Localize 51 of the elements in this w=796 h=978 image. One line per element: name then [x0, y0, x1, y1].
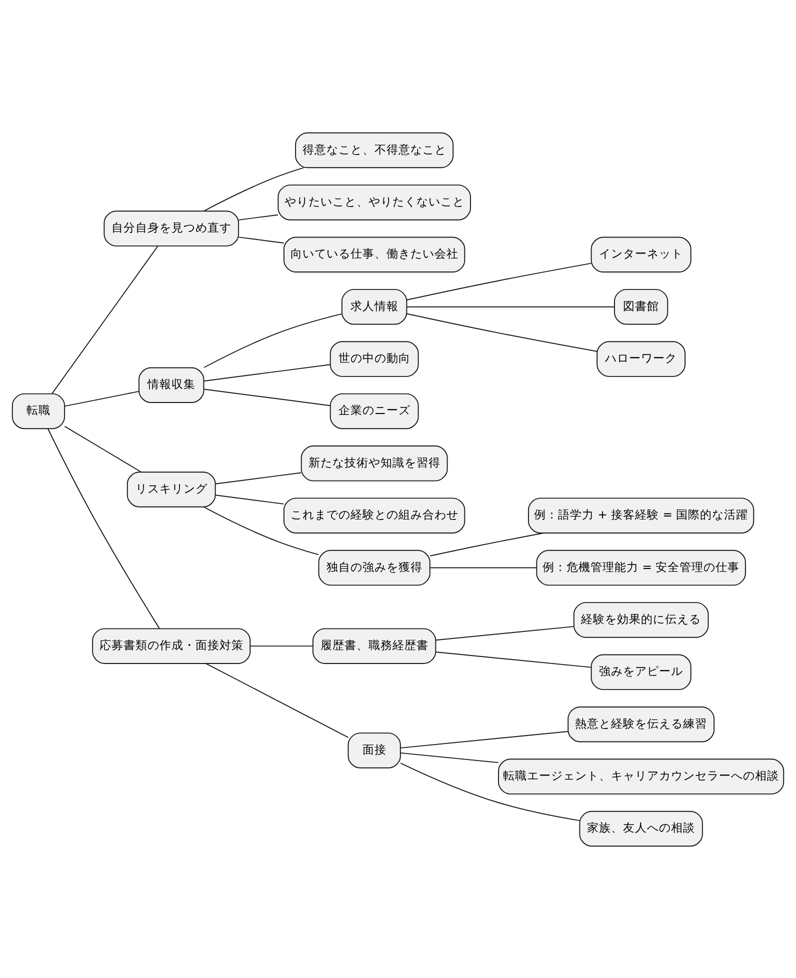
- connector: [204, 388, 331, 406]
- node-box: 情報収集: [138, 366, 204, 402]
- node-box: 応募書類の作成・面接対策: [92, 628, 251, 664]
- connector: [430, 566, 538, 568]
- node-box: これまでの経験との組み合わせ: [283, 497, 466, 533]
- connector: [204, 364, 331, 381]
- node-box: 強みをアピール: [590, 654, 692, 690]
- node-box: 家族、友人への相談: [579, 810, 703, 846]
- connector: [406, 262, 592, 300]
- connector: [238, 236, 284, 243]
- connector: [406, 312, 598, 352]
- node-box: 求人情報: [341, 288, 408, 324]
- connector: [205, 662, 349, 738]
- node-box: インターネット: [590, 236, 692, 272]
- node-box: 例：危機管理能力 = 安全管理の仕事: [536, 549, 746, 586]
- connector: [250, 645, 314, 646]
- connector: [238, 214, 278, 220]
- connector: [435, 626, 574, 640]
- node-box: 向いている仕事、働きたい会社: [283, 236, 466, 272]
- connector: [52, 245, 158, 394]
- connector: [435, 651, 592, 668]
- connector: [47, 428, 160, 629]
- connector: [204, 506, 320, 555]
- connector: [204, 166, 304, 211]
- node-box: 世の中の動向: [330, 340, 419, 376]
- connector: [400, 752, 499, 763]
- node-box: 図書館: [614, 288, 668, 324]
- node-box: 熱意と経験を伝える練習: [568, 706, 715, 742]
- node-box: 面接: [348, 732, 401, 768]
- node-box: 新たな技術や知識を習得: [300, 445, 448, 481]
- node-box: 独自の強みを獲得: [318, 549, 430, 586]
- connector: [406, 306, 615, 307]
- connector: [400, 762, 580, 821]
- node-box: 経験を効果的に伝える: [573, 602, 709, 638]
- node-box: ハローワーク: [596, 340, 686, 376]
- connector: [64, 390, 140, 406]
- node-box: やりたいこと、やりたくないこと: [278, 184, 471, 220]
- connector: [64, 425, 142, 472]
- node-box: 企業のニーズ: [330, 392, 419, 429]
- connector: [204, 312, 342, 368]
- node-box: 得意なこと、不得意なこと: [295, 132, 454, 168]
- node-box: 転職エージェント、キャリアカウンセラーへの相談: [498, 758, 784, 794]
- connector: [214, 472, 302, 484]
- node-box: 履歴書、職務経歴書: [312, 628, 436, 664]
- connector: [214, 494, 284, 504]
- node-box: リスキリング: [126, 471, 216, 507]
- connector: [400, 730, 568, 748]
- node-box: 自分自身を見つめ直す: [104, 210, 240, 246]
- node-box: 例：語学力 + 接客経験 = 国際的な活躍: [528, 497, 754, 533]
- connector: [430, 532, 544, 556]
- node-box: 転職: [12, 392, 66, 429]
